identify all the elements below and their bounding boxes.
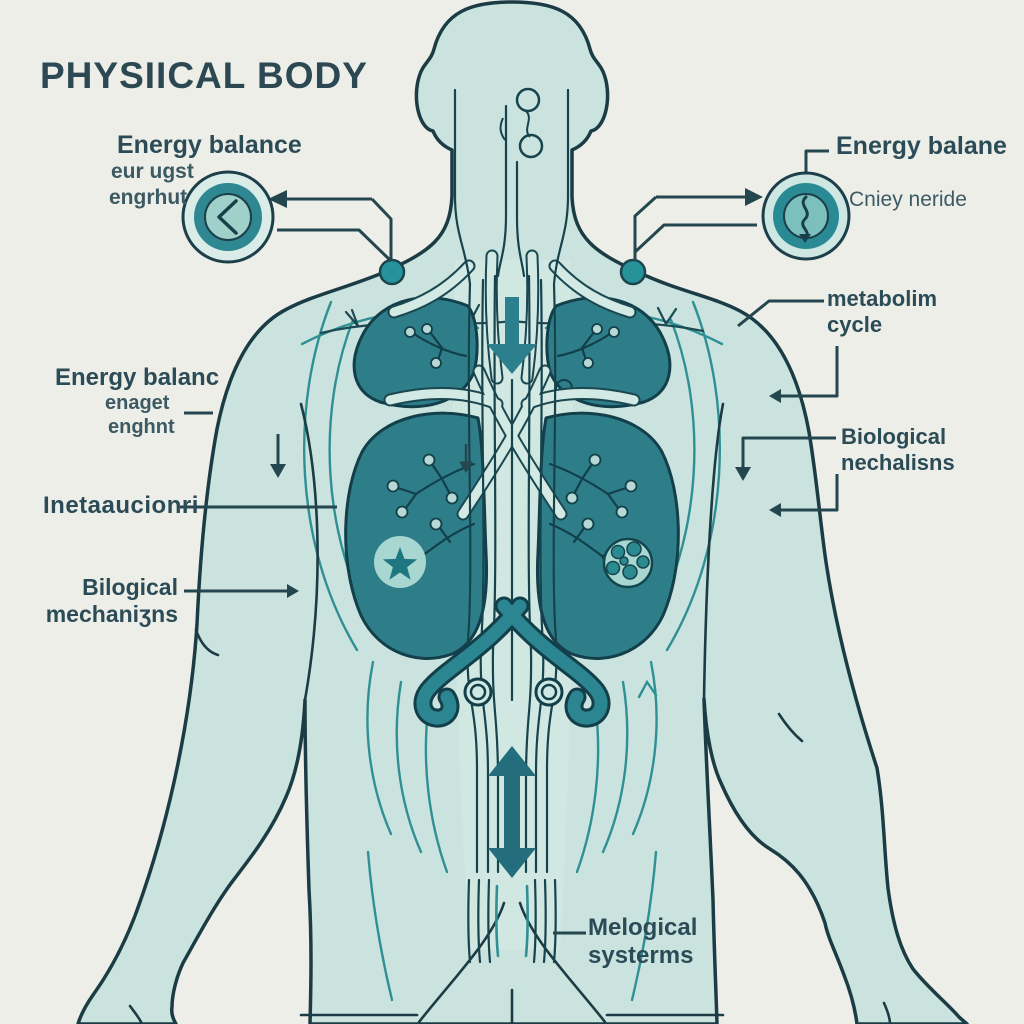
central-channels (453, 88, 570, 874)
vessel-hooks (413, 596, 611, 728)
arrowhead-right-icon (745, 188, 763, 206)
arrowhead-down-left-icon (270, 464, 286, 478)
left-upper-lobe (352, 296, 479, 409)
cell-cluster-icon (602, 537, 654, 589)
connectors (180, 149, 839, 935)
right-lower-lobe (536, 411, 680, 660)
connector-arrowheads (268, 188, 781, 598)
small-down-arrow-abdomen (459, 444, 473, 473)
label-energy-balance-left: Energy balanc (55, 364, 220, 391)
arrowhead-metabolic-icon (769, 389, 781, 403)
up-arrowhead-lower-icon (637, 679, 658, 699)
star-icon (374, 536, 426, 588)
label-energy-balance-tr-sub: Cniey neride (849, 188, 967, 211)
arrowhead-bio-right-icon (769, 503, 781, 517)
label-energy-left-sub2: enghnt (108, 416, 175, 438)
right-elbow-crease (777, 712, 804, 743)
arrowhead-left-icon (268, 190, 287, 208)
left-finger-line (128, 1004, 144, 1024)
label-interactions: Inetaaucionri (43, 492, 199, 519)
cycle-squiggle-circle-icon (761, 171, 851, 261)
label-energy-balance-tr: Energy balane (836, 132, 1007, 160)
page-title: PHYSIICAL BODY (40, 55, 368, 96)
left-armpit-crease (299, 402, 319, 702)
lower-spine-lines (467, 878, 557, 964)
label-energy-left-sub1: enaget (105, 392, 170, 414)
arrowhead-down-right-icon (735, 467, 751, 481)
arrowhead-bio-left-icon (287, 584, 299, 598)
flow-arrow-double-bottom (488, 746, 536, 878)
right-upper-lobe (545, 296, 672, 409)
right-shoulder-node (619, 258, 647, 286)
left-shoulder-node (378, 258, 406, 286)
light-ribbons (383, 249, 641, 521)
chevron-left-circle-icon (181, 170, 275, 264)
body-silhouette (76, 0, 969, 1024)
vessel-rings (463, 677, 564, 707)
right-armpit-crease (702, 402, 725, 701)
label-energy-balance-tl-sub1: eur ugst (111, 160, 194, 183)
flow-arrow-down-top (487, 297, 537, 374)
label-energy-balance-tl-sub2: engrhut (109, 186, 188, 209)
right-finger-line (882, 1001, 892, 1024)
neck-nodes (499, 87, 544, 159)
label-energy-balance-tl: Energy balance (117, 131, 302, 159)
body-detail-lines (128, 402, 892, 1024)
left-elbow-crease (194, 628, 220, 657)
